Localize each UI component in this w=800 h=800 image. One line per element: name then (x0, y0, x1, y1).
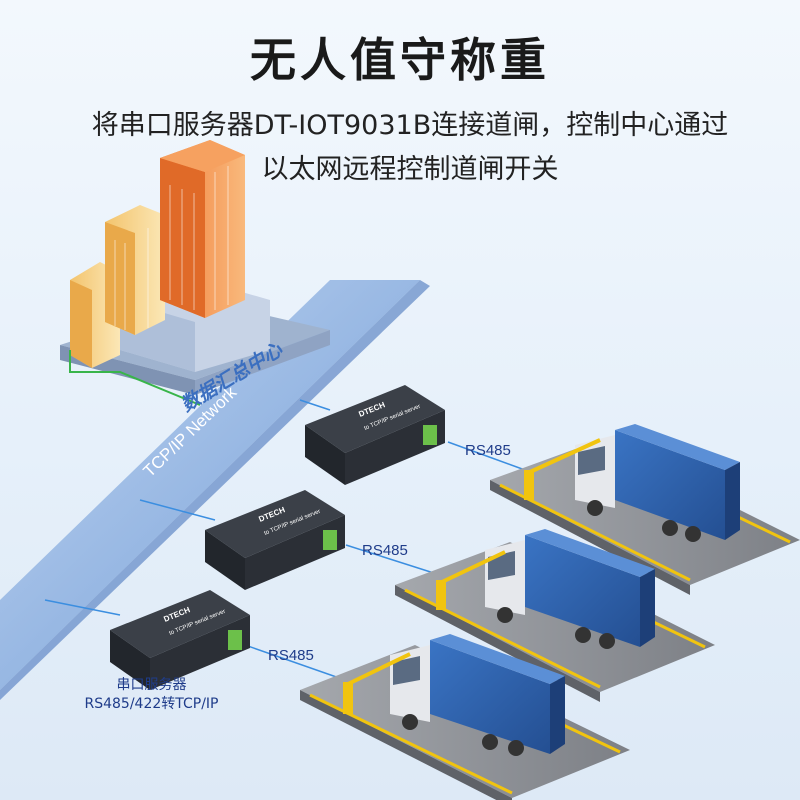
truck-1 (575, 424, 740, 542)
subtitle-line-2: 以太网远程控制道闸开关 (261, 154, 559, 185)
serial-server-2: DTECH to TCP/IP serial server (205, 490, 345, 590)
subtitle-line-1: 将串口服务器DT-IOT9031B连接道闸，控制中心通过 (91, 110, 729, 141)
ethernet-links (44, 399, 331, 616)
serial-server-1: DTECH to TCP/IP serial server (305, 385, 445, 485)
rs485-links (244, 441, 526, 681)
tcp-ip-network-band (0, 280, 430, 700)
device-caption-line-1: 串口服务器 (116, 677, 187, 693)
truck-3 (390, 634, 565, 756)
barrier-gate-2 (436, 550, 506, 610)
serial-server-3: DTECH to TCP/IP serial server (110, 590, 250, 690)
lan-link-line (69, 350, 201, 406)
rs485-label-2: RS485 (362, 542, 408, 559)
data-center-buildings (60, 140, 330, 395)
barrier-gate-1 (524, 438, 601, 500)
device-caption-line-2: RS485/422转TCP/IP (84, 696, 219, 712)
page-title: 无人值守称重 (250, 33, 550, 87)
rs485-label-3: RS485 (268, 647, 314, 664)
rs485-label-1: RS485 (465, 442, 511, 459)
barrier-gate-3 (343, 652, 411, 714)
device-caption: 串口服务器 RS485/422转TCP/IP (64, 676, 239, 714)
